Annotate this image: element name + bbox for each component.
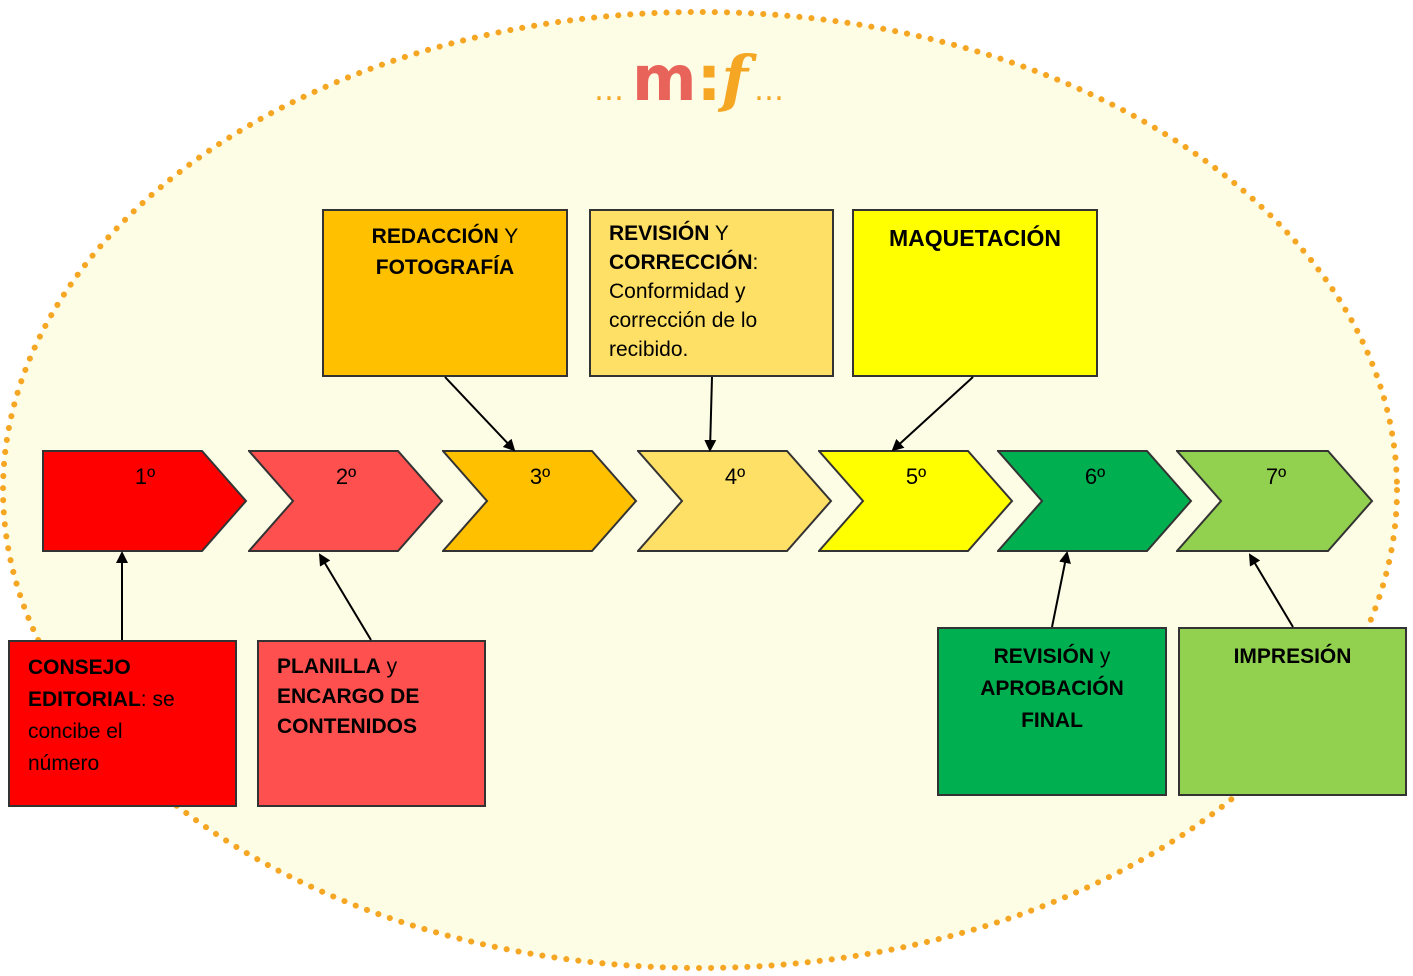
revision-desc-line-2: corrección de lo bbox=[609, 309, 758, 332]
step-3-label: 3º bbox=[529, 464, 551, 489]
aprobacion-title: APROBACIÓN bbox=[980, 677, 1124, 700]
step-1-chevron: 1º bbox=[42, 450, 248, 552]
impresion-title: IMPRESIÓN bbox=[1233, 645, 1352, 668]
revision-desc-line-1: Conformidad y bbox=[609, 280, 746, 303]
redaccion-box: REDACCIÓN Y FOTOGRAFÍA bbox=[322, 209, 568, 377]
consejo-editorial-box: CONSEJO EDITORIAL: se concibe el número bbox=[8, 640, 237, 807]
step-7-label: 7º bbox=[1265, 464, 1287, 489]
revision-final-title: REVISIÓN bbox=[993, 645, 1094, 668]
step-2-label: 2º bbox=[335, 464, 357, 489]
logo-leading-dots: … bbox=[593, 73, 626, 108]
mf-logo: … m : f … bbox=[560, 42, 820, 115]
step-3-chevron: 3º bbox=[442, 450, 638, 552]
logo-m: m bbox=[631, 42, 697, 115]
consejo-desc-1: : se bbox=[140, 688, 175, 711]
logo-colon: : bbox=[696, 42, 722, 115]
logo-trailing-dots: … bbox=[754, 73, 787, 108]
revision-correccion-box: REVISIÓN Y CORRECCIÓN: Conformidad y cor… bbox=[589, 209, 834, 377]
step-2-chevron: 2º bbox=[248, 450, 444, 552]
consejo-desc-3: número bbox=[28, 752, 100, 775]
impresion-box: IMPRESIÓN bbox=[1178, 627, 1407, 796]
revision-y: Y bbox=[709, 222, 729, 245]
editorial-title: EDITORIAL bbox=[28, 688, 141, 711]
final-title: FINAL bbox=[1021, 709, 1083, 732]
consejo-desc-2: concibe el bbox=[28, 720, 123, 743]
step-7-chevron: 7º bbox=[1176, 450, 1376, 552]
step-4-label: 4º bbox=[724, 464, 746, 489]
redaccion-subtitle: FOTOGRAFÍA bbox=[375, 256, 515, 279]
maquetacion-box: MAQUETACIÓN bbox=[852, 209, 1098, 377]
step-6-chevron: 6º bbox=[997, 450, 1193, 552]
step-5-chevron: 5º bbox=[818, 450, 1014, 552]
logo-f: f bbox=[721, 42, 749, 115]
revision-aprobacion-box: REVISIÓN y APROBACIÓN FINAL bbox=[937, 627, 1167, 796]
revision-title: REVISIÓN bbox=[609, 222, 710, 245]
revision-final-y: y bbox=[1094, 645, 1111, 668]
step-1-label: 1º bbox=[134, 464, 156, 489]
planilla-y: y bbox=[380, 655, 398, 678]
maquetacion-title: MAQUETACIÓN bbox=[888, 225, 1062, 251]
step-4-chevron: 4º bbox=[637, 450, 833, 552]
consejo-title: CONSEJO bbox=[28, 656, 131, 679]
step-5-label: 5º bbox=[905, 464, 927, 489]
step-6-label: 6º bbox=[1084, 464, 1106, 489]
contenidos-title: CONTENIDOS bbox=[277, 715, 418, 738]
planilla-box: PLANILLA y ENCARGO DE CONTENIDOS bbox=[257, 640, 486, 807]
redaccion-y: Y bbox=[498, 225, 519, 248]
correccion-colon: : bbox=[752, 251, 759, 274]
correccion-title: CORRECCIÓN bbox=[609, 251, 753, 274]
revision-desc-line-3: recibido. bbox=[609, 338, 689, 361]
encargo-title: ENCARGO DE bbox=[277, 685, 420, 708]
planilla-title: PLANILLA bbox=[277, 655, 381, 678]
redaccion-title: REDACCIÓN bbox=[371, 225, 499, 248]
